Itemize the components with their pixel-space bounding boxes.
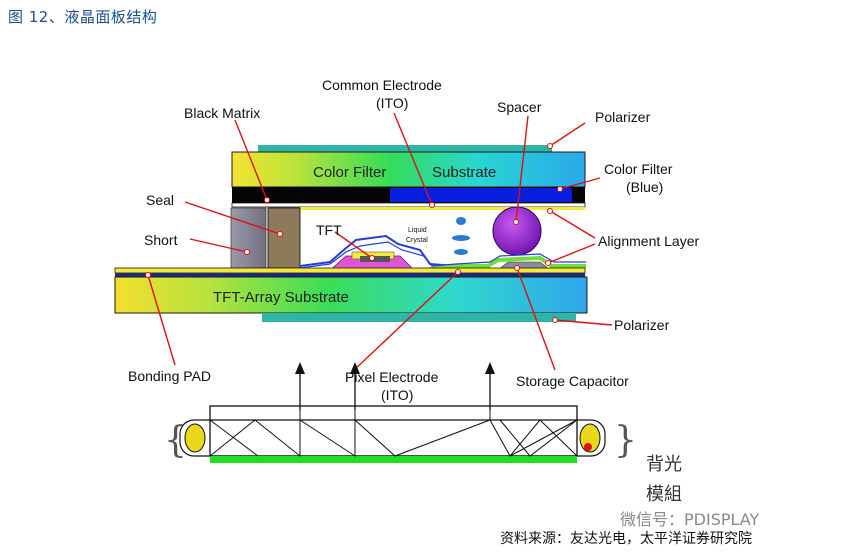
- leader-dot: [277, 231, 283, 237]
- light-path: [209, 419, 259, 457]
- leader-dot: [547, 143, 553, 149]
- common-electrode-layer: [231, 202, 586, 208]
- polarizer-top-label: Polarizer: [595, 109, 651, 125]
- arrowhead-icon: [350, 362, 360, 374]
- leader-dot: [429, 202, 435, 208]
- light-path: [209, 410, 301, 458]
- light-guide-plate: [209, 405, 578, 457]
- backlight-module-label-line1: 背光: [646, 454, 682, 475]
- short-label: Short: [144, 232, 178, 248]
- alignment-layer-leader-2: [547, 243, 596, 264]
- storage-capacitor-leader: [516, 267, 556, 371]
- spacer-label: Spacer: [497, 99, 542, 115]
- pixel-electrode-leader: [351, 271, 459, 373]
- short-block: [230, 207, 267, 269]
- liquid-crystal-label-line1: Liquid: [408, 227, 427, 234]
- storage-capacitor-label: Storage Capacitor: [516, 373, 629, 389]
- figure-source: 资料来源：友达光电，太平洋证券研究院: [500, 531, 752, 547]
- common-electrode-leader: [393, 112, 433, 206]
- polarizer-top-leader: [549, 122, 586, 147]
- leader-dot: [547, 208, 553, 214]
- alignment-layer-label: Alignment Layer: [598, 233, 700, 249]
- right-lamp-dot: [584, 443, 592, 451]
- backlight-module-label-line2: 模組: [646, 484, 682, 505]
- pixel-electrode-layer: [429, 255, 586, 271]
- figure-title: 图 12、液晶面板结构: [8, 8, 158, 26]
- common-electrode-label-line1: Common Electrode: [322, 77, 442, 93]
- leader-dot: [455, 269, 461, 275]
- color-filter-blue-leader: [559, 177, 601, 190]
- tft-source-drain: [360, 256, 390, 262]
- polarizer-bottom-leader: [554, 319, 613, 326]
- seal-label: Seal: [146, 192, 174, 208]
- leader-dot: [513, 219, 519, 225]
- black-matrix-label: Black Matrix: [184, 105, 260, 121]
- light-path: [489, 419, 578, 457]
- seal-block: [267, 207, 301, 269]
- leader-dot: [552, 317, 558, 323]
- black-matrix-leader: [234, 119, 268, 201]
- bonding-pad-leader: [147, 274, 176, 366]
- tft-label: TFT: [316, 222, 342, 238]
- leader-dot: [545, 260, 551, 266]
- light-path: [299, 410, 356, 457]
- reflector-bar: [210, 456, 577, 463]
- pixel-electrode-label-line1: Pixel Electrode: [345, 369, 439, 385]
- watermark: 微信号：PDISPLAY: [620, 510, 760, 529]
- leader-dot: [369, 255, 375, 261]
- tft-leader: [334, 231, 373, 259]
- blue-color-filter: [390, 188, 572, 202]
- leader-dot: [244, 249, 250, 255]
- tft-array-layer-text: TFT-Array Substrate: [213, 289, 349, 306]
- color-filter-blue-label-line2: (Blue): [626, 179, 663, 195]
- liquid-crystal-label-line2: Crystal: [406, 237, 428, 244]
- bonding-pad-label: Bonding PAD: [128, 368, 211, 384]
- top-polarizer: [258, 145, 552, 152]
- seal-leader: [184, 201, 281, 235]
- alignment-layer-leader-1: [549, 210, 596, 239]
- liquid-crystal-molecule: [456, 217, 466, 225]
- color-filter-layer-text: Color Filter: [313, 164, 386, 181]
- liquid-crystal-molecule: [452, 235, 470, 241]
- leader-dot: [514, 265, 520, 271]
- polarizer-bottom-label: Polarizer: [614, 317, 670, 333]
- light-path: [499, 419, 578, 457]
- common-electrode-label-line2: (ITO): [376, 95, 408, 111]
- arrowhead-icon: [295, 362, 305, 374]
- liquid-crystal-molecule: [454, 249, 468, 255]
- light-path: [354, 410, 491, 457]
- arrowhead-icon: [485, 362, 495, 374]
- color-filter-blue-label-line1: Color Filter: [604, 161, 673, 177]
- light-guide-outer-frame: [179, 419, 606, 457]
- pixel-electrode-label-line2: (ITO): [381, 387, 413, 403]
- tft-array-substrate: [114, 276, 588, 314]
- top-alignment-layer: [300, 207, 585, 210]
- color-filter-substrate: [231, 151, 586, 188]
- leader-dot: [264, 197, 270, 203]
- left-lamp: [184, 423, 206, 453]
- right-brace: }: [614, 420, 637, 461]
- bottom-polarizer: [262, 313, 576, 322]
- leader-dot: [557, 186, 563, 192]
- leader-dot: [145, 272, 151, 278]
- bonding-pad-metal: [115, 273, 585, 277]
- bottom-alignment-layer: [299, 241, 586, 269]
- substrate-layer-text: Substrate: [432, 164, 496, 181]
- left-brace: {: [164, 420, 187, 461]
- spacer-leader: [515, 115, 529, 223]
- short-leader: [189, 238, 248, 253]
